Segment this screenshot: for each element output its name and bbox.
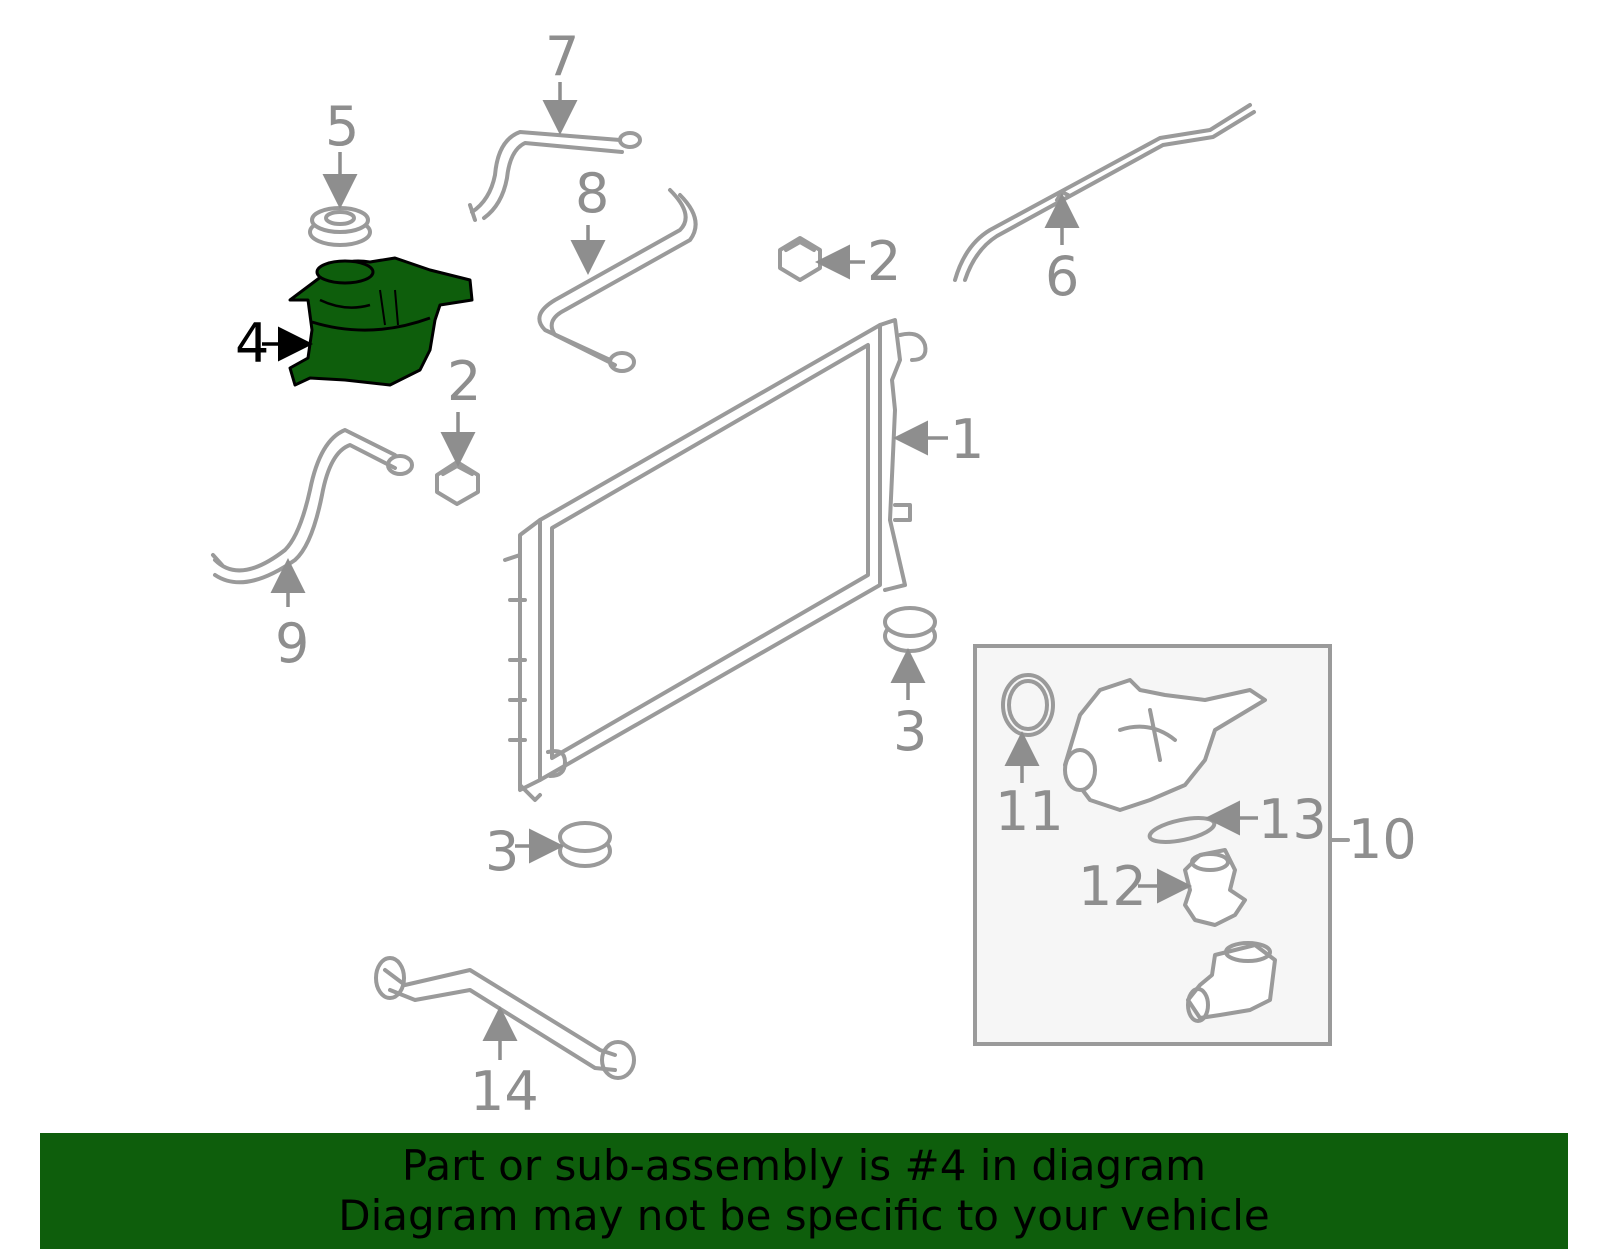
callout-2-upper: 2 — [867, 230, 901, 293]
vent-hose-7[interactable] — [468, 130, 642, 222]
callout-6: 6 — [1045, 245, 1079, 308]
thermostat-housing[interactable] — [1063, 678, 1267, 812]
mounting-clip-lower[interactable] — [435, 460, 480, 506]
callout-9: 9 — [275, 612, 309, 675]
callout-12: 12 — [1078, 855, 1147, 918]
mounting-clip-upper[interactable] — [778, 236, 822, 282]
callout-arrows — [262, 82, 1258, 1060]
lower-hose-14[interactable] — [374, 956, 636, 1080]
info-banner: Part or sub-assembly is #4 in diagram Di… — [40, 1133, 1568, 1249]
water-outlet[interactable] — [1186, 941, 1277, 1023]
lower-hose-9[interactable] — [211, 428, 414, 585]
insulator-right[interactable] — [883, 606, 937, 653]
callout-1: 1 — [950, 408, 984, 471]
bypass-tube[interactable] — [953, 103, 1256, 282]
callout-8: 8 — [575, 162, 609, 225]
callout-14: 14 — [470, 1060, 539, 1123]
callout-4: 4 — [235, 312, 269, 375]
banner-line-2: Diagram may not be specific to your vehi… — [338, 1191, 1270, 1240]
coolant-reservoir-highlighted[interactable] — [288, 256, 474, 387]
reservoir-cap[interactable] — [308, 206, 372, 247]
callout-11: 11 — [995, 780, 1064, 843]
callout-10: 10 — [1348, 808, 1417, 871]
insulator-bottom[interactable] — [558, 821, 612, 868]
upper-hose-8[interactable] — [537, 188, 698, 373]
callout-2-lower: 2 — [447, 350, 481, 413]
callout-3-bottom: 3 — [485, 820, 519, 883]
radiator-part[interactable] — [503, 318, 928, 802]
callout-7: 7 — [545, 25, 579, 88]
callout-3-right: 3 — [893, 700, 927, 763]
banner-line-1: Part or sub-assembly is #4 in diagram — [401, 1141, 1207, 1190]
callout-5: 5 — [325, 95, 359, 158]
callout-13: 13 — [1258, 788, 1327, 851]
